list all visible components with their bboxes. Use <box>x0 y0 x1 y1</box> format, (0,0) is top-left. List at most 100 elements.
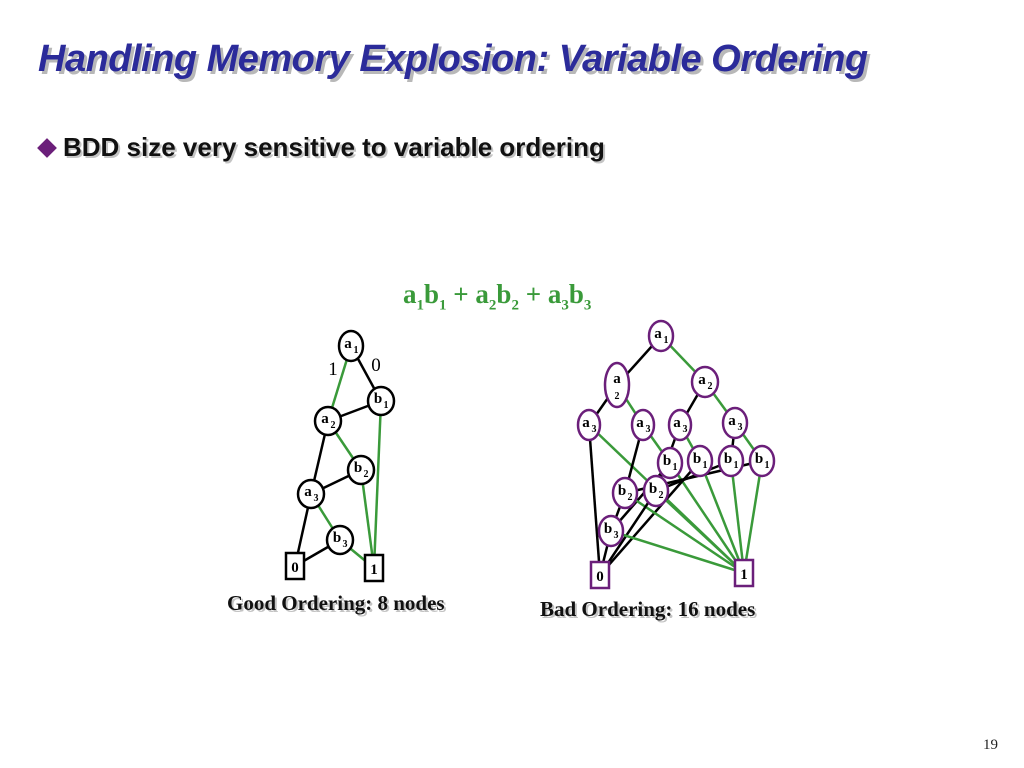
svg-text:b: b <box>724 451 732 467</box>
formula-operator: + <box>446 279 476 309</box>
svg-text:0: 0 <box>291 560 299 576</box>
bad-high-edge <box>729 460 746 574</box>
high-edge-label: 1 <box>328 359 338 380</box>
good-terminal-0: 0 <box>284 551 306 581</box>
svg-text:a: a <box>654 326 662 342</box>
slide-title: Handling Memory Explosion: Variable Orde… <box>38 38 868 80</box>
svg-text:a: a <box>613 371 621 387</box>
svg-text:3: 3 <box>738 422 743 433</box>
svg-text:3: 3 <box>343 539 348 550</box>
formula-variable: a3 <box>547 279 569 314</box>
good-terminal-1: 1 <box>363 553 385 583</box>
svg-text:2: 2 <box>628 492 633 503</box>
boolean-formula: a1b1 + a2b2 + a3b3 <box>403 279 591 314</box>
formula-operator: + <box>518 279 548 309</box>
svg-text:3: 3 <box>646 424 651 435</box>
bad-terminal-0: 0 <box>589 560 611 590</box>
svg-text:2: 2 <box>331 420 336 431</box>
bad-high-edge <box>610 529 745 575</box>
svg-text:a: a <box>582 415 590 431</box>
svg-text:b: b <box>693 451 701 467</box>
svg-text:b: b <box>663 453 671 469</box>
svg-text:b: b <box>604 521 612 537</box>
bad-node-a2: a2 <box>603 361 631 409</box>
svg-text:1: 1 <box>673 462 678 473</box>
svg-text:2: 2 <box>364 469 369 480</box>
good-high-edge <box>372 400 383 569</box>
svg-text:a: a <box>698 372 706 388</box>
low-edge-label: 0 <box>371 355 381 376</box>
formula-variable: a1 <box>403 279 424 314</box>
svg-text:2: 2 <box>615 391 620 402</box>
svg-text:a: a <box>728 413 736 429</box>
svg-text:a: a <box>636 415 644 431</box>
svg-text:1: 1 <box>370 562 378 578</box>
svg-text:a: a <box>673 415 681 431</box>
good-ordering-caption: Good Ordering: 8 nodes <box>227 591 445 615</box>
bullet-item: BDD size very sensitive to variable orde… <box>36 132 605 163</box>
svg-text:b: b <box>374 391 382 407</box>
formula-variable: b2 <box>496 279 519 314</box>
bad-ordering-caption: Bad Ordering: 16 nodes <box>540 597 756 621</box>
svg-text:2: 2 <box>708 381 713 392</box>
svg-text:3: 3 <box>683 424 688 435</box>
good-high-edge <box>359 469 376 569</box>
bad-high-edge <box>655 490 745 574</box>
page-number: 19 <box>983 737 998 753</box>
svg-text:b: b <box>618 483 626 499</box>
svg-text:a: a <box>344 336 352 352</box>
bad-low-edge <box>610 462 671 532</box>
bad-terminal-1: 1 <box>733 558 755 588</box>
svg-text:3: 3 <box>314 493 319 504</box>
svg-text:b: b <box>755 451 763 467</box>
svg-text:3: 3 <box>614 530 619 541</box>
bad-low-edge <box>587 424 602 576</box>
svg-text:1: 1 <box>765 460 770 471</box>
svg-text:0: 0 <box>596 569 604 585</box>
svg-text:1: 1 <box>740 567 748 583</box>
svg-text:b: b <box>333 530 341 546</box>
bad-high-edge <box>742 460 764 574</box>
bad-high-edge <box>624 491 745 575</box>
svg-text:a: a <box>321 411 329 427</box>
svg-text:a: a <box>304 484 312 500</box>
bad-high-edge <box>698 460 746 574</box>
svg-text:2: 2 <box>659 490 664 501</box>
svg-text:1: 1 <box>703 460 708 471</box>
svg-text:1: 1 <box>354 345 359 356</box>
formula-variable: a2 <box>475 279 497 314</box>
bullet-text: BDD size very sensitive to variable orde… <box>63 132 605 162</box>
svg-text:b: b <box>354 460 362 476</box>
svg-text:1: 1 <box>384 400 389 411</box>
formula-variable: b1 <box>424 279 447 314</box>
svg-text:1: 1 <box>734 460 739 471</box>
svg-text:1: 1 <box>664 335 669 346</box>
formula-variable: b3 <box>568 279 592 314</box>
svg-text:b: b <box>649 481 657 497</box>
svg-text:3: 3 <box>592 424 597 435</box>
